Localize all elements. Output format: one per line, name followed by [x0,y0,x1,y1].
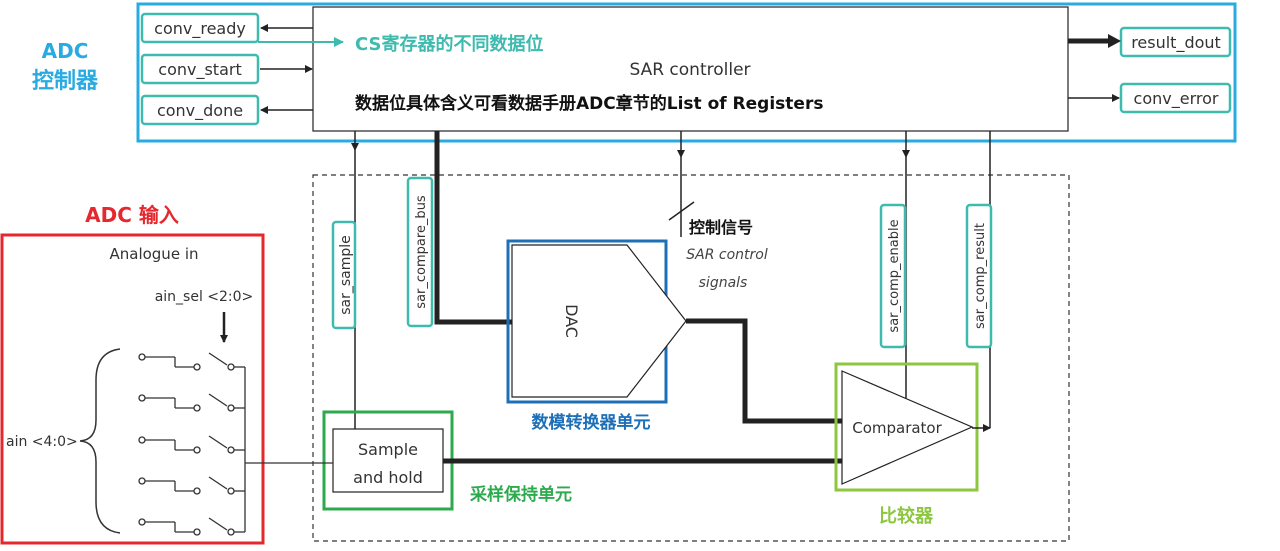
result-dout-label: result_dout [1131,33,1221,53]
result-dout-box [1119,26,1232,58]
switch-row [138,476,245,495]
conv-ready-box [140,12,260,44]
comparator-block [841,370,974,485]
ain-brace [79,348,121,534]
adc-input-title: ADC 输入 [85,203,179,227]
sar-compare-bus-label: sar_compare_bus [414,195,429,309]
ain-label: ain <4:0> [6,434,78,450]
controller-frame [136,2,1237,143]
comparator-label: Comparator [852,419,942,437]
sample-hold-block [332,428,444,493]
conv-done-label: conv_done [157,101,243,121]
dac-label: DAC [562,304,581,338]
dac-caption: 数模转换器单元 [532,412,651,433]
controller-title-line2: 控制器 [32,68,99,94]
sample-hold-caption: 采样保持单元 [469,484,572,505]
comparator-frame [834,362,979,492]
control-signals-en-line2: signals [699,275,748,291]
dac-output-line [686,318,842,424]
switch-row [138,517,245,536]
conv-start-box [140,53,260,85]
ain-sel-label: ain_sel <2:0> [155,289,254,305]
conv-ready-label: conv_ready [154,19,246,39]
switch-row [138,435,245,454]
sar-control-bus-slash [668,201,695,221]
sar-controller-block [312,6,1069,132]
sar-comp-enable-label: sar_comp_enable [887,219,902,332]
sar-sample-label: sar_sample [338,235,354,315]
switch-row [138,393,245,412]
dac-block [511,244,687,398]
comparator-caption: 比较器 [879,505,934,527]
sar-controller-label: SAR controller [629,60,750,80]
switch-row [138,352,245,371]
conv-error-box [1119,82,1232,114]
sar-comp-result-label: sar_comp_result [973,223,988,329]
controller-title-line1: ADC [42,39,89,63]
analogue-in-label: Analogue in [109,245,198,263]
sar-sample-box [331,220,357,330]
sample-hold-line1: Sample [358,440,418,459]
sar-comp-enable-box [879,203,907,349]
control-signals-cn: 控制信号 [689,218,753,237]
conv-error-label: conv_error [1134,89,1219,109]
result-dout-arrowhead [1108,34,1121,48]
sar-compare-bus-line [434,131,512,325]
sar-compare-bus-box [406,176,434,328]
adc-core-boundary [312,174,1070,542]
sar-comp-result-box [965,203,993,349]
adc-input-frame [0,233,265,545]
register-note: 数据位具体含义可看数据手册ADC章节的List of Registers [355,93,823,114]
control-signals-en-line1: SAR control [686,247,768,263]
conv-done-box [140,94,260,126]
sample-hold-line2: and hold [353,468,423,487]
cs-register-note: CS寄存器的不同数据位 [355,33,544,55]
conv-start-label: conv_start [158,60,241,80]
